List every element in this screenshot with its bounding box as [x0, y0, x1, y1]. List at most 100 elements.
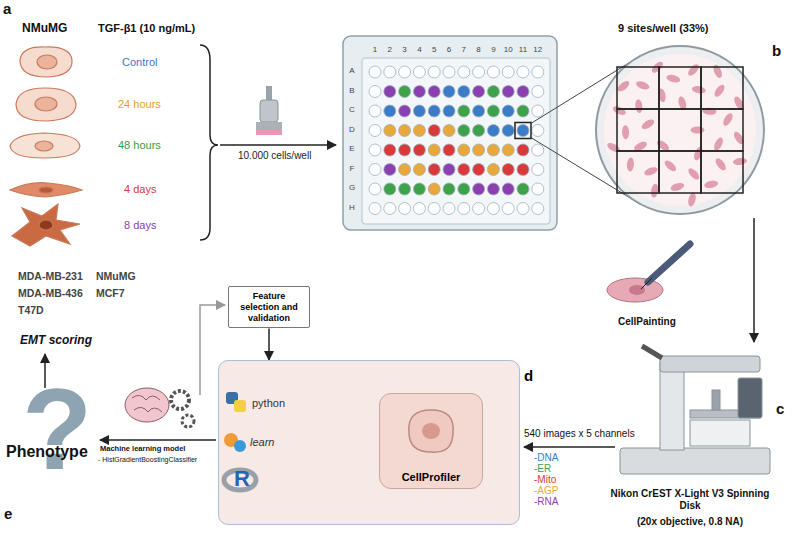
sklearn-logo: [234, 440, 246, 452]
well-grid: [399, 86, 411, 98]
cell-illustration: [10, 183, 82, 197]
well-index: E: [349, 144, 354, 153]
well-grid: [517, 164, 529, 176]
well-grid: [369, 125, 381, 137]
cell-texture: [686, 62, 700, 77]
well-grid: [487, 86, 499, 98]
well-grid: [384, 164, 396, 176]
microscope-icon: [620, 448, 770, 474]
cellpainting-icon: [607, 244, 690, 302]
well-grid: [517, 66, 529, 78]
well-grid: [443, 183, 455, 195]
well-grid: [532, 183, 544, 195]
figure-label: T47D: [18, 304, 44, 316]
pipette-icon: [256, 122, 282, 130]
brain-icon: [171, 391, 189, 409]
well-grid: [502, 164, 514, 176]
well-index: F: [350, 164, 355, 173]
well-grid: [458, 203, 470, 215]
well-grid: [487, 105, 499, 117]
timepoint-label: 8 days: [124, 219, 156, 232]
well-grid: [487, 144, 499, 156]
well-grid: [384, 183, 396, 195]
cellpainting-icon: [641, 278, 652, 289]
cell-texture: [712, 64, 724, 80]
flow-connector: [268, 328, 270, 360]
cell-texture: [691, 127, 705, 134]
figure-label: NMuMG: [96, 270, 136, 282]
cell-texture: [712, 136, 724, 152]
well-grid: [443, 66, 455, 78]
well-index: C: [349, 105, 355, 114]
well-grid: [384, 66, 396, 78]
well-index: 4: [417, 45, 421, 54]
cell-texture: [663, 159, 678, 174]
well-grid: [502, 66, 514, 78]
well-grid: [502, 203, 514, 215]
cell-illustration: [12, 204, 80, 246]
feedback-line: [200, 305, 225, 395]
microscope-icon: [620, 346, 770, 474]
cell-icon: [401, 402, 461, 458]
question-mark: ?: [22, 372, 92, 487]
pipette-icon: [256, 86, 282, 135]
well-grid: [384, 144, 396, 156]
cell-texture: [670, 181, 685, 192]
well-index: 3: [402, 45, 406, 54]
well-plate: [362, 58, 550, 224]
cellpainting-icon: [629, 285, 645, 295]
cell-texture: [692, 146, 704, 162]
microscope-icon: [690, 420, 750, 446]
well-grid: [428, 144, 440, 156]
well-grid: [473, 125, 485, 137]
well-grid: [399, 183, 411, 195]
figure-label: 10.000 cells/well: [238, 150, 311, 162]
well-grid: [413, 86, 425, 98]
figure-label: learn: [250, 436, 274, 449]
pipette-icon: [256, 130, 282, 135]
well-grid: [532, 66, 544, 78]
imaging-sites: [659, 67, 701, 109]
imaging-sites: [617, 67, 743, 193]
cellpainting-icon: [648, 244, 690, 282]
well-grid: [473, 164, 485, 176]
microscope-icon: [738, 378, 762, 418]
cell-texture: [606, 141, 622, 154]
well-grid: [369, 66, 544, 215]
python-logo: [226, 392, 246, 412]
timepoint-label: 4 days: [124, 183, 156, 196]
well-grid: [399, 66, 411, 78]
well-grid: [487, 183, 499, 195]
flow-arrow: [524, 446, 615, 448]
flow-arrow: [100, 439, 216, 441]
well-grid: [458, 125, 470, 137]
figure-label: R: [234, 466, 250, 491]
cell-texture: [691, 85, 706, 94]
cell-texture: [713, 83, 727, 98]
well-grid: [369, 66, 381, 78]
channel-name: -Mito: [534, 474, 556, 486]
software-box: CellProfiler: [379, 393, 483, 489]
well-grid: [532, 203, 544, 215]
panel-letter: b: [772, 42, 781, 59]
microscope-icon: [660, 362, 684, 450]
well-index: 5: [432, 45, 436, 54]
timepoint-label: 48 hours: [118, 139, 161, 152]
well-index: 8: [476, 45, 480, 54]
well-grid: [428, 203, 440, 215]
well-grid: [502, 125, 514, 137]
well-grid: [399, 105, 411, 117]
well-index: D: [349, 125, 355, 134]
brain-icon: [125, 388, 194, 427]
well-grid: [443, 144, 455, 156]
microscope-icon: [642, 346, 662, 358]
brain-icon: [182, 415, 194, 427]
well-index: 10: [504, 45, 513, 54]
cellpainting-icon: [607, 278, 663, 302]
well-grid: [532, 105, 544, 117]
microscope-icon: [660, 356, 760, 372]
well-grid: [384, 203, 396, 215]
well-grid: [413, 144, 425, 156]
well-grid: [532, 86, 544, 98]
well-grid: [369, 183, 381, 195]
